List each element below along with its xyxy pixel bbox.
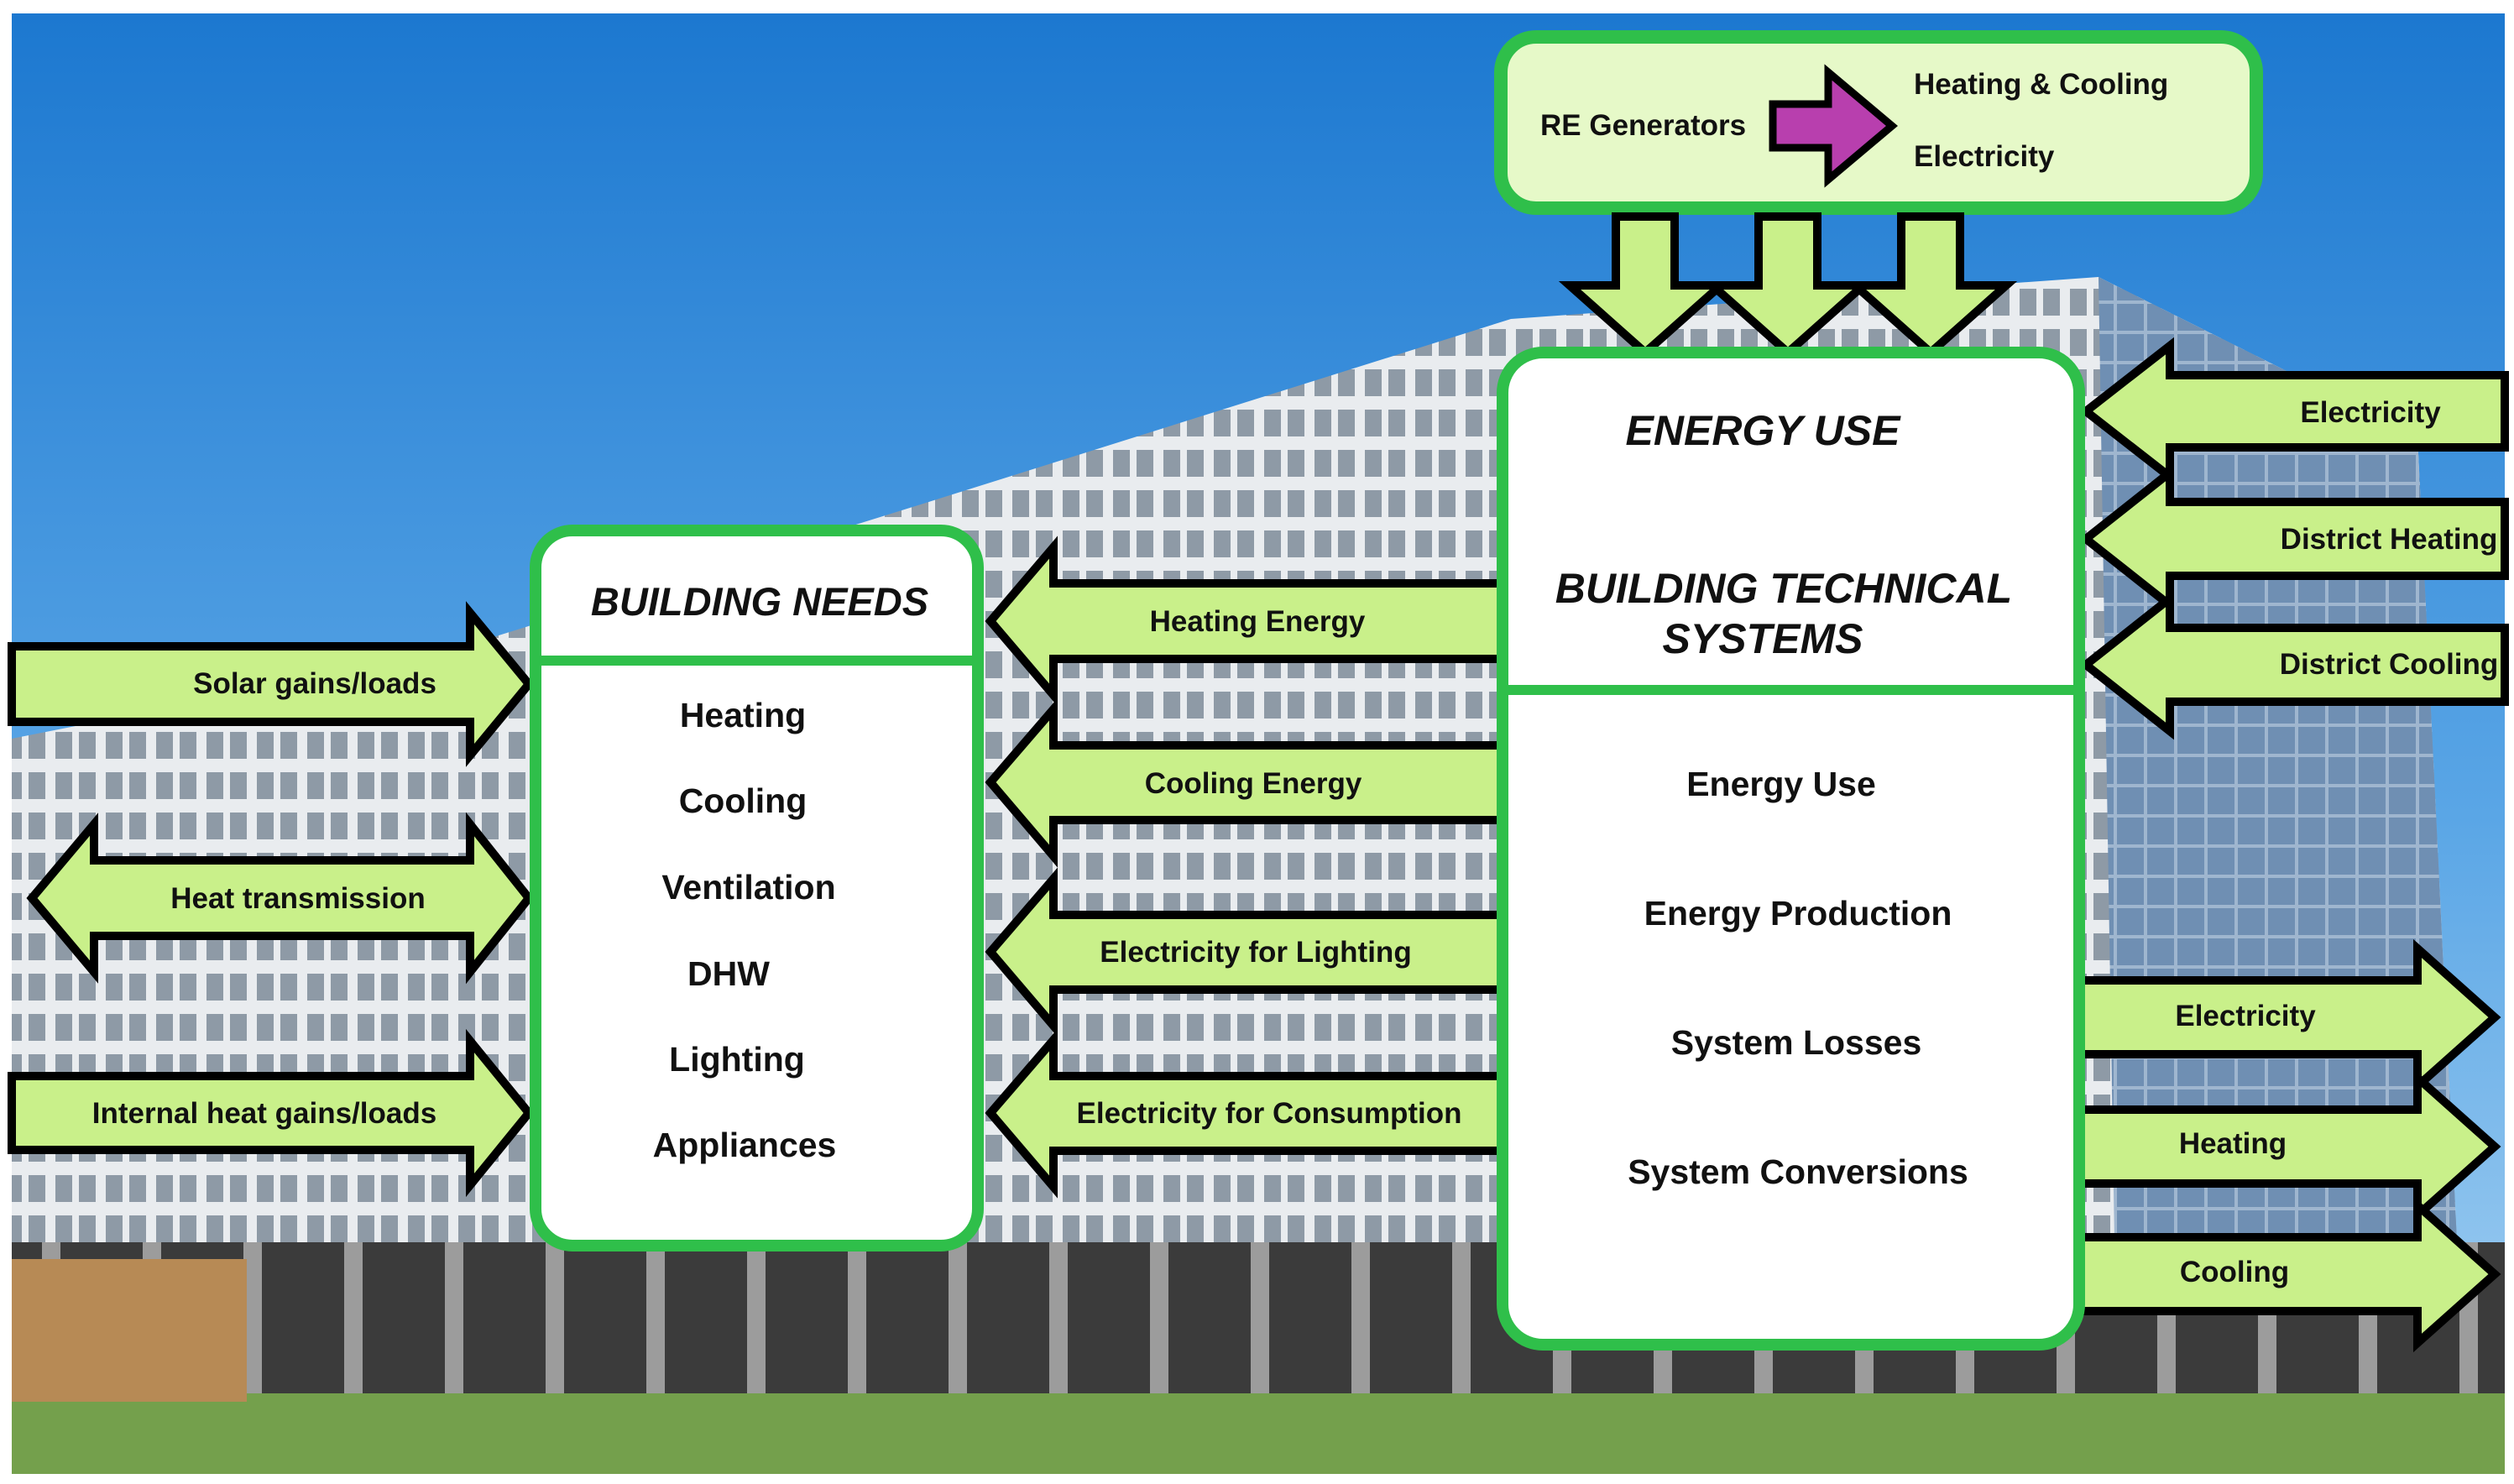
technical-systems-title-line2: SYSTEMS [1663, 615, 1863, 662]
arrow-in-electricity [2078, 337, 2509, 486]
label-solar-gains: Solar gains/loads [193, 667, 436, 700]
supply-flows: Heating Energy Cooling Energy Electricit… [985, 536, 1507, 1199]
arrow-solar-gains [8, 601, 535, 767]
need-cooling: Cooling [679, 781, 808, 820]
arrow-out-heating [2069, 1068, 2501, 1225]
label-electricity-lighting: Electricity for Lighting [1100, 936, 1411, 969]
down-arrow-1 [1558, 212, 1733, 358]
building-needs-box: BUILDING NEEDS Heating Cooling Ventilati… [530, 525, 984, 1251]
re-output-electricity: Electricity [1914, 140, 2055, 173]
label-in-district-heating: District Heating [2281, 523, 2498, 556]
energy-use-title: ENERGY USE [1626, 407, 1902, 454]
envelope-flows: Solar gains/loads Heat transmission Inte… [8, 601, 535, 1198]
arrow-heat-transmission [26, 812, 535, 985]
outgoing-flows: Electricity Heating Cooling [2069, 938, 2501, 1353]
arrow-cooling-energy [985, 698, 1507, 868]
arrow-electricity-consumption [985, 1028, 1507, 1199]
arrow-electricity-lighting [985, 867, 1507, 1037]
system-conversions: System Conversions [1628, 1152, 1968, 1191]
label-cooling-energy: Cooling Energy [1145, 767, 1362, 800]
need-dhw: DHW [687, 954, 770, 993]
arrow-in-district-heating [2078, 463, 2509, 614]
building-needs-title: BUILDING NEEDS [591, 579, 928, 624]
energy-use-box: ENERGY USE BUILDING TECHNICAL SYSTEMS En… [1497, 347, 2085, 1351]
label-out-electricity: Electricity [2175, 1000, 2316, 1032]
technical-systems-title-line1: BUILDING TECHNICAL [1555, 565, 2012, 612]
label-out-cooling: Cooling [2180, 1256, 2289, 1288]
system-energy-production: Energy Production [1644, 894, 1952, 933]
down-arrow-3 [1843, 212, 2018, 358]
need-lighting: Lighting [669, 1040, 805, 1079]
re-generators-box: RE Generators Heating & Cooling Electric… [1494, 30, 2263, 215]
label-heating-energy: Heating Energy [1150, 605, 1366, 638]
arrow-out-cooling [2069, 1195, 2501, 1353]
label-internal-gains: Internal heat gains/loads [92, 1097, 436, 1130]
down-arrow-2 [1701, 212, 1875, 358]
arrow-internal-gains [8, 1028, 535, 1198]
arrow-heating-energy [985, 536, 1507, 707]
system-energy-use: Energy Use [1686, 765, 1876, 803]
lawn [12, 1393, 2505, 1474]
re-down-arrows [1558, 212, 2018, 358]
stone-wall [12, 1259, 247, 1402]
label-in-electricity: Electricity [2300, 396, 2441, 429]
arrow-out-electricity [2069, 938, 2501, 1096]
incoming-flows: Electricity District Heating District Co… [2078, 337, 2509, 740]
need-appliances: Appliances [653, 1126, 837, 1164]
re-output-heating-cooling: Heating & Cooling [1914, 68, 2168, 101]
label-electricity-consumption: Electricity for Consumption [1077, 1097, 1462, 1130]
label-in-district-cooling: District Cooling [2280, 648, 2499, 681]
label-out-heating: Heating [2179, 1127, 2287, 1160]
arrow-in-district-cooling [2078, 589, 2509, 740]
label-heat-transmission: Heat transmission [170, 882, 425, 915]
need-ventilation: Ventilation [661, 868, 835, 907]
re-generators-label: RE Generators [1540, 109, 1746, 142]
right-arrow-icon [1769, 64, 1898, 188]
system-losses: System Losses [1671, 1023, 1922, 1062]
need-heating: Heating [680, 696, 806, 734]
